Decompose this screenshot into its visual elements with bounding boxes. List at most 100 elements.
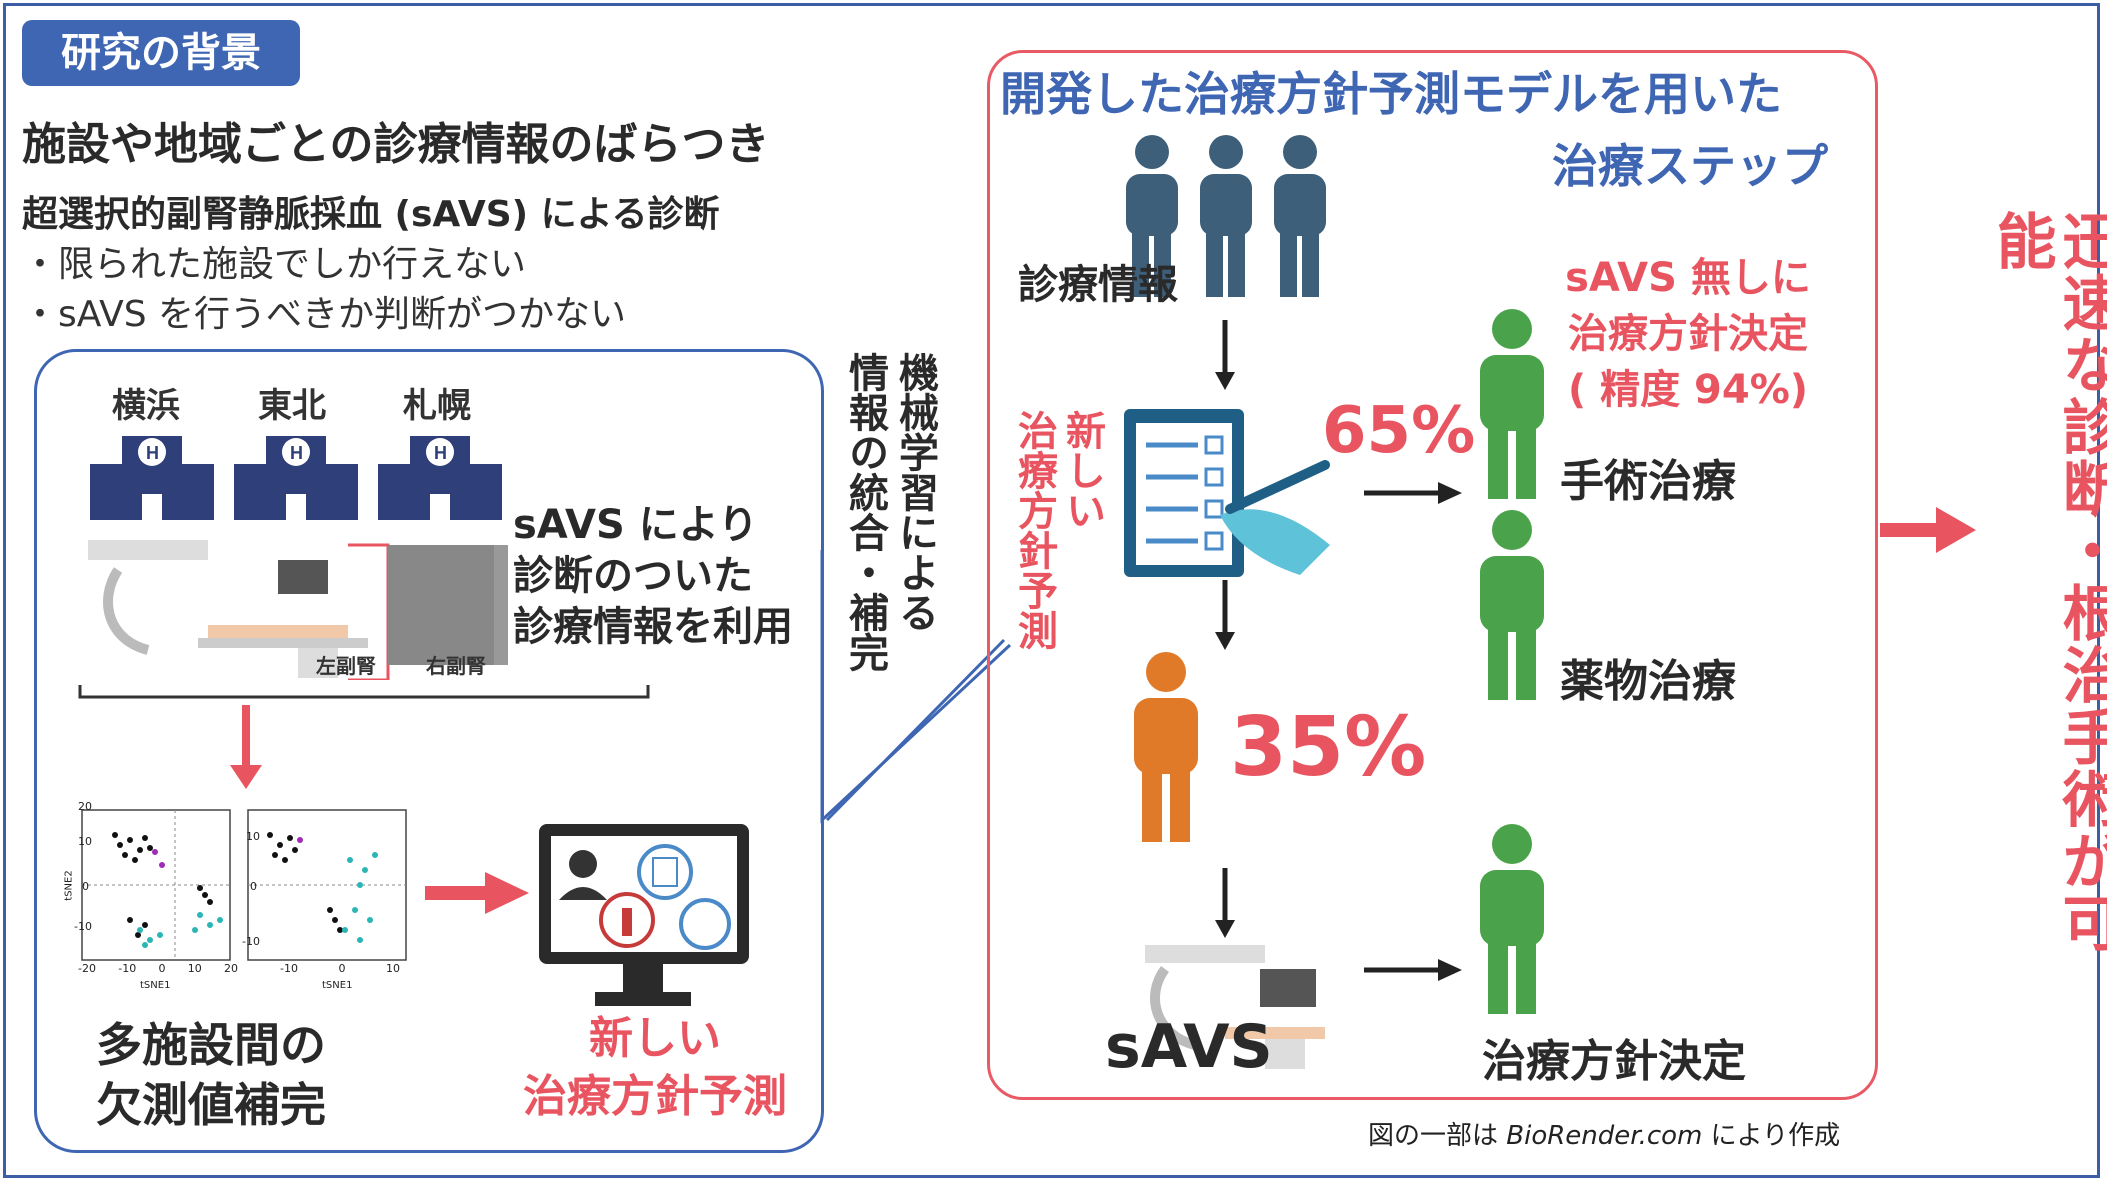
tsne-plot-1 <box>81 809 231 961</box>
section-tag: 研究の背景 <box>22 20 300 86</box>
no-savs-text: sAVS 無しに 治療方針決定 ( 精度 94%) <box>1558 250 1818 418</box>
arrow-right-icon <box>425 872 529 914</box>
savs-line: sAVS により <box>513 502 758 548</box>
hospital-icon: H <box>378 436 502 520</box>
tsne-ytick: 0 <box>250 880 257 893</box>
savs-label: sAVS <box>1105 1012 1273 1082</box>
angiography-machine-icon <box>1145 945 1325 1069</box>
credit-prefix: 図の一部は <box>1368 1121 1507 1151</box>
checklist-icon <box>1124 409 1330 577</box>
person-icon <box>1200 135 1252 297</box>
right-adrenal-label: 右副腎 <box>426 654 486 678</box>
page-title: 施設や地域ごとの診療情報のばらつき <box>22 119 770 170</box>
tsne-xtick: 0 <box>338 962 346 975</box>
right-panel-title: 開発した治療方針予測モデルを用いた <box>1000 67 1782 121</box>
svg-text:H: H <box>146 443 159 463</box>
tsne-xtick: -10 <box>280 962 298 975</box>
arrow-down-icon <box>1215 320 1235 390</box>
prediction-text: 新しい 治療方針予測 <box>505 1010 805 1126</box>
imputation-line: 多施設間の <box>96 1018 326 1072</box>
bullet-item: ・sAVS を行うべきか判断がつかない <box>22 294 627 335</box>
tsne-ytick: 0 <box>82 880 89 893</box>
credit-suffix: により作成 <box>1702 1121 1841 1151</box>
no-savs-line: sAVS 無しに <box>1565 255 1811 301</box>
arrow-down-icon <box>1215 868 1235 938</box>
arrow-right-icon <box>1880 507 1976 553</box>
city-label-yokohama: 横浜 <box>112 386 180 426</box>
tsne-ylabel: tSNE2 <box>63 870 75 901</box>
tsne-ytick: 10 <box>246 830 260 843</box>
bubble-tail <box>820 550 1012 824</box>
no-savs-line: 治療方針決定 <box>1568 311 1808 357</box>
prediction-line: 新しい <box>589 1013 721 1064</box>
pct-65: 65% <box>1322 394 1476 468</box>
tsne-ytick: -10 <box>242 935 260 948</box>
result-text: 迅速な診断・根治手術が可能 <box>1986 210 2107 1010</box>
ml-integration-text: 機械学習による 情報の統合・補完 <box>840 352 940 692</box>
angiography-illustration <box>88 540 508 680</box>
tsne-plot-2 <box>247 809 407 961</box>
medication-label: 薬物治療 <box>1560 656 1736 707</box>
person-icon <box>1274 135 1326 297</box>
arrow-right-icon <box>1364 959 1462 981</box>
arrow-right-icon <box>1364 482 1462 504</box>
tsne-xtick: 10 <box>187 962 202 975</box>
person-icon <box>1134 652 1198 842</box>
tsne-xtick: -20 <box>78 962 96 975</box>
new-prediction-vertical: 新しい 治療方針予測 <box>1010 410 1106 670</box>
imputation-text: 多施設間の 欠測値補完 <box>96 1015 326 1135</box>
bullet-item: ・限られた施設でしか行えない <box>22 244 527 285</box>
result-part: ・ <box>2052 520 2107 582</box>
person-icon <box>1480 309 1544 499</box>
savs-line: 診断のついた <box>513 553 753 599</box>
tsne-xtick: 10 <box>386 962 400 975</box>
surgery-label: 手術治療 <box>1560 456 1736 507</box>
hospital-icon: H <box>90 436 214 520</box>
ml-line: 情報の統合・補完 <box>842 352 888 672</box>
person-icon <box>1480 824 1544 1014</box>
tsne-ytick: -10 <box>74 920 92 933</box>
ml-line: 機械学習による <box>892 352 938 632</box>
person-icon <box>1480 510 1544 700</box>
tsne-xlabel: tSNE1 <box>322 980 353 991</box>
prediction-line: 治療方針予測 <box>523 1071 787 1122</box>
tsne-xlabel: tSNE1 <box>140 980 171 991</box>
arrow-down-icon <box>230 765 262 789</box>
bracket-arrow <box>78 685 650 789</box>
result-part: 迅速な診断 <box>2052 210 2107 520</box>
decision-label: 治療方針決定 <box>1482 1036 1746 1087</box>
new-pred-line: 新しい <box>1059 410 1105 530</box>
credit-brand: BioRender.com <box>1506 1121 1703 1151</box>
hospital-icons: H H H <box>90 436 502 520</box>
bubble-tail-2 <box>825 638 1006 822</box>
savs-line: 診療情報を利用 <box>513 604 793 650</box>
tsne-xtick: 0 <box>158 962 166 975</box>
hospital-icon: H <box>234 436 358 520</box>
tsne-plots <box>81 809 407 961</box>
page-subtitle: 超選択的副腎静脈採血 (sAVS) による診断 <box>22 194 720 235</box>
tsne-xticks-2: -10 0 10 <box>280 962 400 975</box>
info-label: 診療情報 <box>1018 262 1178 308</box>
no-savs-line: ( 精度 94%) <box>1567 367 1809 413</box>
tsne-xtick: 20 <box>224 962 238 975</box>
imputation-line: 欠測値補完 <box>96 1078 326 1132</box>
monitor-icon <box>539 824 749 1006</box>
svg-text:H: H <box>434 443 447 463</box>
new-pred-line: 治療方針予測 <box>1011 410 1057 650</box>
credit-text: 図の一部は BioRender.com により作成 <box>1368 1115 1840 1152</box>
pct-35: 35% <box>1230 700 1427 795</box>
tsne-xticks-1: -20 -10 0 10 20 <box>78 962 238 975</box>
left-adrenal-label: 左副腎 <box>316 654 376 678</box>
tsne-ytick: 20 <box>78 800 92 813</box>
outer-frame <box>3 3 2100 1178</box>
city-label-sapporo: 札幌 <box>403 386 471 426</box>
city-label-tohoku: 東北 <box>258 386 326 426</box>
tsne-ytick: 10 <box>78 835 92 848</box>
right-panel <box>987 50 1878 1100</box>
patients-icon <box>1126 135 1326 297</box>
tsne-xtick: -10 <box>118 962 137 975</box>
flow-arrows <box>1215 320 1235 650</box>
svg-text:H: H <box>290 443 303 463</box>
savs-description: sAVS により 診断のついた 診療情報を利用 <box>513 500 793 653</box>
